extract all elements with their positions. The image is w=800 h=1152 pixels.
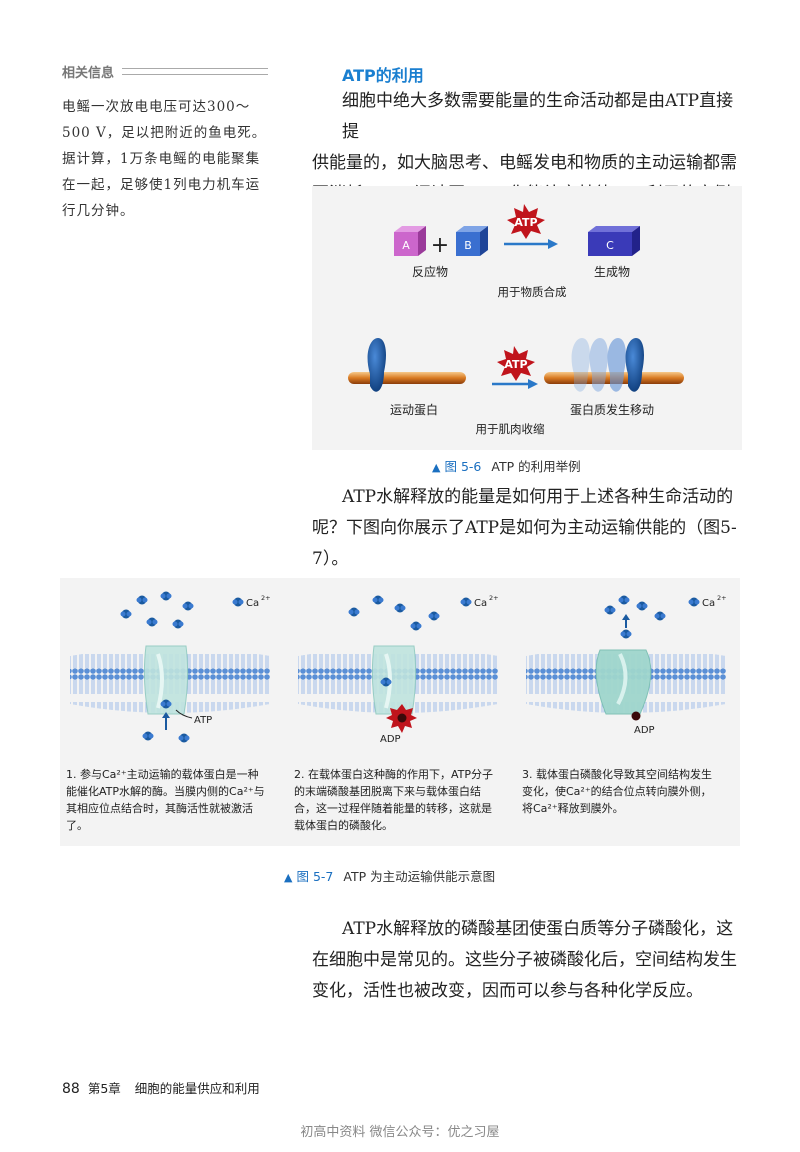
- ion-legend-3: Ca: [702, 598, 715, 609]
- adp-label-3: ADP: [634, 725, 655, 736]
- paragraph-2: ATP水解释放的能量是如何用于上述各种生命活动的呢？下图向你展示了ATP是如何为…: [312, 487, 737, 569]
- block-b-label: B: [464, 239, 472, 252]
- actin-rod-1: [348, 372, 466, 384]
- step-3-description: 3. 载体蛋白磷酸化导致其空间结构发生变化，使Ca²⁺的结合位点转向膜外侧，将C…: [522, 768, 712, 815]
- ion-legend-1-charge: 2+: [261, 594, 271, 602]
- reaction-arrow-1: [504, 239, 558, 249]
- watermark: 初高中资料 微信公众号：优之习屋: [300, 1125, 500, 1140]
- figure-5-6-caption: ▲图 5-6 ATP 的利用举例: [432, 456, 581, 475]
- block-c-label: C: [606, 239, 614, 252]
- caption-triangle-icon: ▲: [432, 461, 441, 474]
- figure-5-6-diagram: A + B ATP C 反应物 生成物 用于物质合成: [348, 204, 684, 436]
- adp-label-2: ADP: [380, 734, 401, 745]
- block-b: B: [456, 226, 488, 256]
- transport-step-2: ADP Ca 2+: [298, 594, 499, 745]
- step-1-description: 1. 参与Ca²⁺主动运输的载体蛋白是一种能催化ATP水解的酶。当膜内侧的Ca²…: [66, 768, 265, 832]
- intro-line-1: 细胞中绝大多数需要能量的生命活动都是由ATP直接提: [342, 91, 734, 142]
- ion-legend-2: Ca: [474, 598, 487, 609]
- atp-star-2: ATP: [497, 346, 535, 381]
- plus-sign: +: [431, 233, 449, 258]
- section-title: ATP的利用: [342, 66, 424, 85]
- transport-step-1: Ca 2+ ATP: [70, 591, 271, 743]
- sidebar-text: 电鳐一次放电电压可达300～500 V，足以把附近的鱼电死。据计算，1万条电鳐的…: [62, 99, 267, 219]
- motor-protein-label: 运动蛋白: [390, 402, 438, 417]
- ion-legend-3-charge: 2+: [717, 594, 727, 602]
- step-2-description: 2. 在载体蛋白这种酶的作用下，ATP分子的末端磷酸基团脱离下来与载体蛋白结合，…: [294, 768, 494, 832]
- chapter-number: 第5章: [87, 1081, 121, 1096]
- atp-star-2-label: ATP: [504, 358, 527, 371]
- sidebar-heading-rule: [122, 68, 268, 75]
- motor-protein-motion: [571, 338, 644, 392]
- chapter-title: 细胞的能量供应和利用: [134, 1081, 260, 1096]
- figure-5-7-diagram: Ca 2+ ATP ADP Ca 2+: [70, 591, 727, 745]
- caption-6-text: ATP 的利用举例: [491, 459, 581, 474]
- product-label: 生成物: [594, 265, 630, 279]
- atp-star-1: ATP: [507, 204, 545, 239]
- block-c: C: [588, 226, 640, 256]
- page-number: 88: [62, 1081, 80, 1097]
- ion-legend-2-charge: 2+: [489, 594, 499, 602]
- ion-legend-1: Ca: [246, 598, 259, 609]
- block-a: A: [394, 226, 426, 256]
- page-footer: 88 第5章细胞的能量供应和利用: [62, 1078, 260, 1097]
- synthesis-use-label: 用于物质合成: [498, 285, 567, 299]
- block-a-label: A: [402, 239, 410, 252]
- reactants-label: 反应物: [412, 264, 448, 279]
- caption-7-number: 图 5-7: [296, 869, 334, 884]
- figure-5-7-caption: ▲图 5-7 ATP 为主动运输供能示意图: [284, 866, 495, 885]
- atp-label-1: ATP: [194, 715, 212, 726]
- sidebar-heading: 相关信息: [62, 66, 115, 81]
- paragraph-3: ATP水解释放的磷酸基团使蛋白质等分子磷酸化，这在细胞中是常见的。这些分子被磷酸…: [312, 919, 737, 1001]
- caption-triangle-icon: ▲: [284, 871, 293, 884]
- figure-5-7: Ca 2+ ATP ADP Ca 2+: [60, 578, 740, 846]
- atp-star-1-label: ATP: [514, 216, 537, 229]
- transport-step-3: ADP Ca 2+: [526, 594, 727, 736]
- motor-protein-1: [367, 338, 386, 392]
- muscle-use-label: 用于肌肉收缩: [476, 422, 545, 436]
- figure-5-6: A + B ATP C 反应物 生成物 用于物质合成: [312, 186, 742, 450]
- caption-6-number: 图 5-6: [444, 459, 482, 474]
- protein-moves-label: 蛋白质发生移动: [570, 402, 654, 417]
- caption-7-text: ATP 为主动运输供能示意图: [343, 869, 496, 884]
- reaction-arrow-2: [492, 379, 538, 389]
